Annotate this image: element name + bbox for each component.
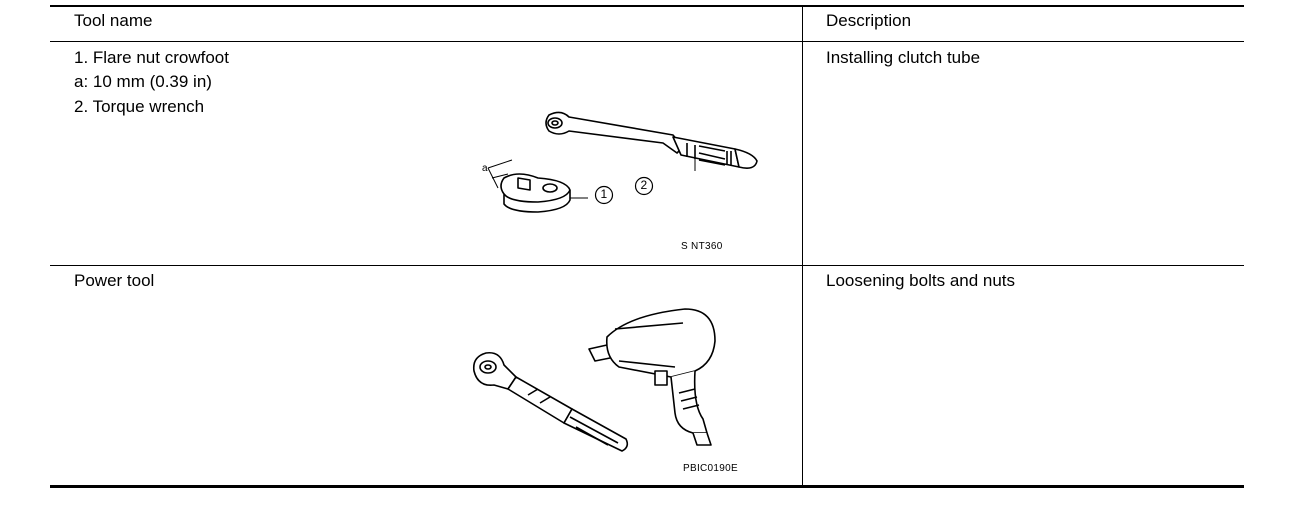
row2-tool-line-1: Power tool [74, 271, 155, 290]
callout-2-label: 2 [640, 178, 648, 192]
header-tool-name: Tool name [74, 11, 153, 30]
row1-tool-line-2: a: 10 mm (0.39 in) [74, 72, 212, 91]
table-top-rule [50, 5, 1244, 7]
row2-description: Loosening bolts and nuts [826, 271, 1016, 290]
header-description: Description [826, 11, 912, 30]
air-ratchet-icon [472, 351, 629, 452]
table-bottom-rule [50, 485, 1244, 488]
row1-tool-line-1: 1. Flare nut crowfoot [74, 48, 229, 67]
figure-code-1: S NT360 [681, 241, 723, 252]
row1-description: Installing clutch tube [826, 48, 981, 67]
column-divider [802, 7, 803, 485]
header-divider [50, 41, 1244, 42]
row1-tool-line-3: 2. Torque wrench [74, 97, 205, 116]
flare-nut-crowfoot-icon [487, 159, 588, 213]
row-divider [50, 265, 1244, 266]
callout-a-label: a [482, 163, 488, 174]
callout-1-circle [594, 185, 614, 205]
impact-wrench-icon [588, 308, 716, 446]
torque-wrench-icon [545, 111, 758, 171]
callout-2-circle [634, 176, 654, 196]
callout-1-label: 1 [600, 187, 608, 201]
figure-code-2: PBIC0190E [683, 463, 738, 474]
